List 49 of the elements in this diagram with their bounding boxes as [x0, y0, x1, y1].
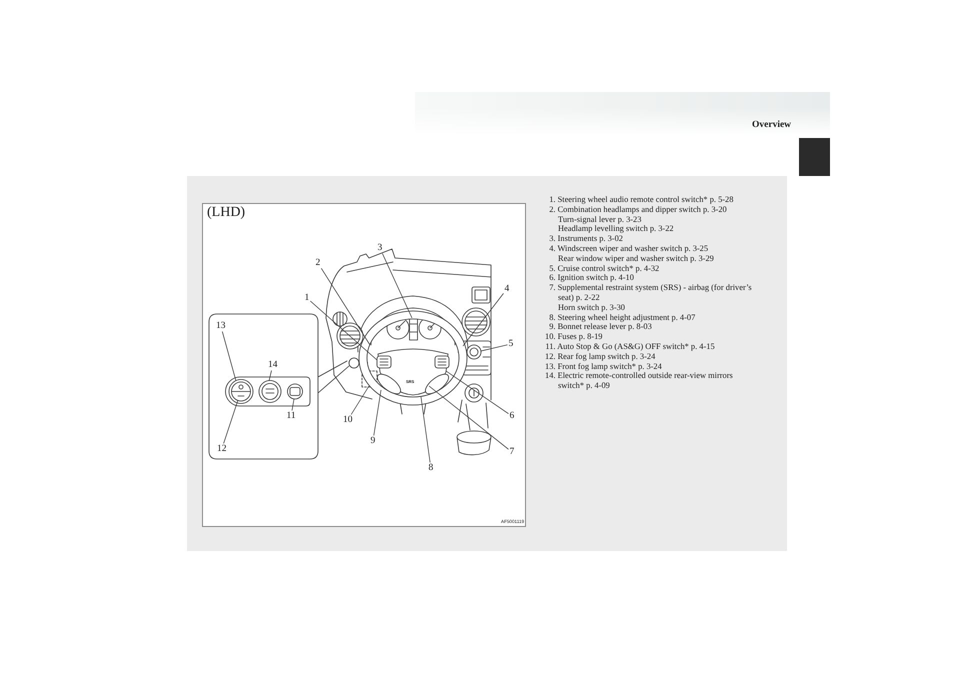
list-item: Horn switch p. 3-30: [557, 302, 626, 313]
callout-number: 9: [370, 436, 376, 446]
list-item: Rear window wiper and washer switch p. 3-29: [557, 254, 715, 264]
leader-line: [420, 396, 430, 463]
list-item: 9. Bonnet release lever p. 8-03: [548, 322, 653, 332]
list-item: 7. Supplemental restraint system (SRS) - airbag (for driver’s seat) p. 2-22: [548, 283, 753, 303]
section-title: Overview: [752, 121, 792, 130]
list-item: 14. Electric remote-controlled outside rear-view mirrors switch* p. 4-09: [544, 371, 734, 391]
list-item: 3. Instruments p. 3-02: [548, 234, 624, 244]
leader-line: [480, 344, 508, 352]
list-item: 6. Ignition switch p. 4-10: [548, 273, 635, 284]
list-item: 11. Auto Stop & Go (AS&G) OFF switch* p. 4-15: [544, 342, 716, 352]
leader-line: [268, 370, 272, 382]
leader-line: [222, 331, 236, 382]
leader-line: [382, 253, 412, 318]
leader-line: [446, 370, 509, 414]
callout-number: 10: [343, 416, 352, 424]
list-item: 4. Windscreen wiper and washer switch p. 3-25: [548, 244, 710, 254]
leader-line: [428, 386, 509, 450]
callout-number: 3: [378, 244, 382, 252]
list-item: Turn-signal lever p. 3-23: [557, 214, 642, 224]
callout-number: 7: [510, 448, 514, 456]
callout-number: 11: [286, 412, 296, 420]
callout-number: 12: [217, 444, 226, 454]
figure-frame: [202, 203, 526, 527]
leader-line: [373, 390, 382, 436]
leader-line: [292, 398, 294, 411]
figure-title: (LHD): [207, 206, 246, 220]
callout-number: 4: [504, 284, 510, 294]
callout-number: 14: [268, 360, 278, 370]
callout-number: 8: [428, 464, 434, 472]
callout-number: 1: [304, 294, 310, 302]
list-item: 1. Steering wheel audio remote control switch* p. 5-28: [548, 195, 734, 205]
list-item: 10. Fuses p. 8-19: [544, 332, 604, 342]
list-item: 13. Front fog lamp switch* p. 3-24: [544, 362, 663, 372]
leader-line: [350, 386, 370, 415]
list-item: Headlamp levelling switch p. 3-22: [557, 224, 675, 234]
list-item: 12. Rear fog lamp switch p. 3-24: [544, 352, 656, 362]
leader-line: [223, 400, 238, 444]
leader-line: [310, 300, 378, 360]
list-item: 8. Steering wheel height adjustment p. 4-07: [548, 312, 696, 322]
list-item: 2. Combination headlamps and dipper switch p. 3-20: [548, 204, 728, 215]
callout-number: 5: [508, 340, 514, 348]
callout-number: 2: [316, 258, 320, 268]
list-item: 5. Cruise control switch* p. 4-32: [548, 264, 660, 274]
leader-line: [320, 268, 370, 346]
leader-line: [462, 293, 504, 346]
callout-number: 13: [216, 322, 226, 330]
callout-number: 6: [510, 412, 514, 420]
